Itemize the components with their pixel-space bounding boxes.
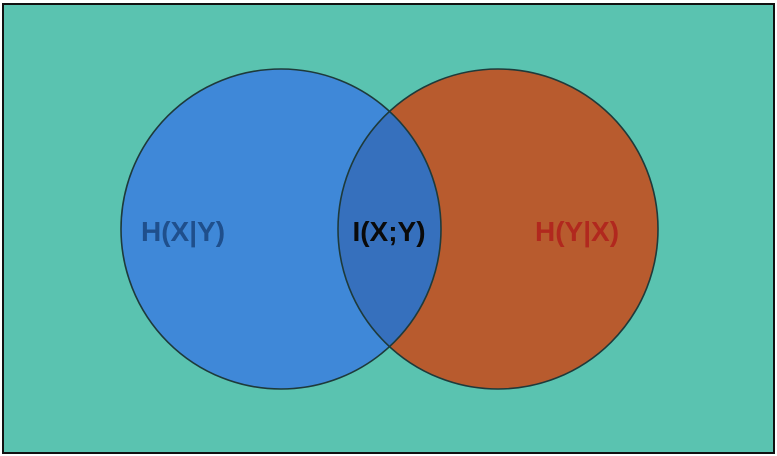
label-mutual-information: I(X;Y) — [352, 216, 425, 247]
label-h-x-given-y: H(X|Y) — [141, 216, 225, 247]
right-circle-outline — [337, 68, 659, 390]
overlap-region — [338, 69, 441, 389]
label-h-y-given-x: H(Y|X) — [535, 216, 619, 247]
left-circle-outline — [120, 68, 442, 390]
